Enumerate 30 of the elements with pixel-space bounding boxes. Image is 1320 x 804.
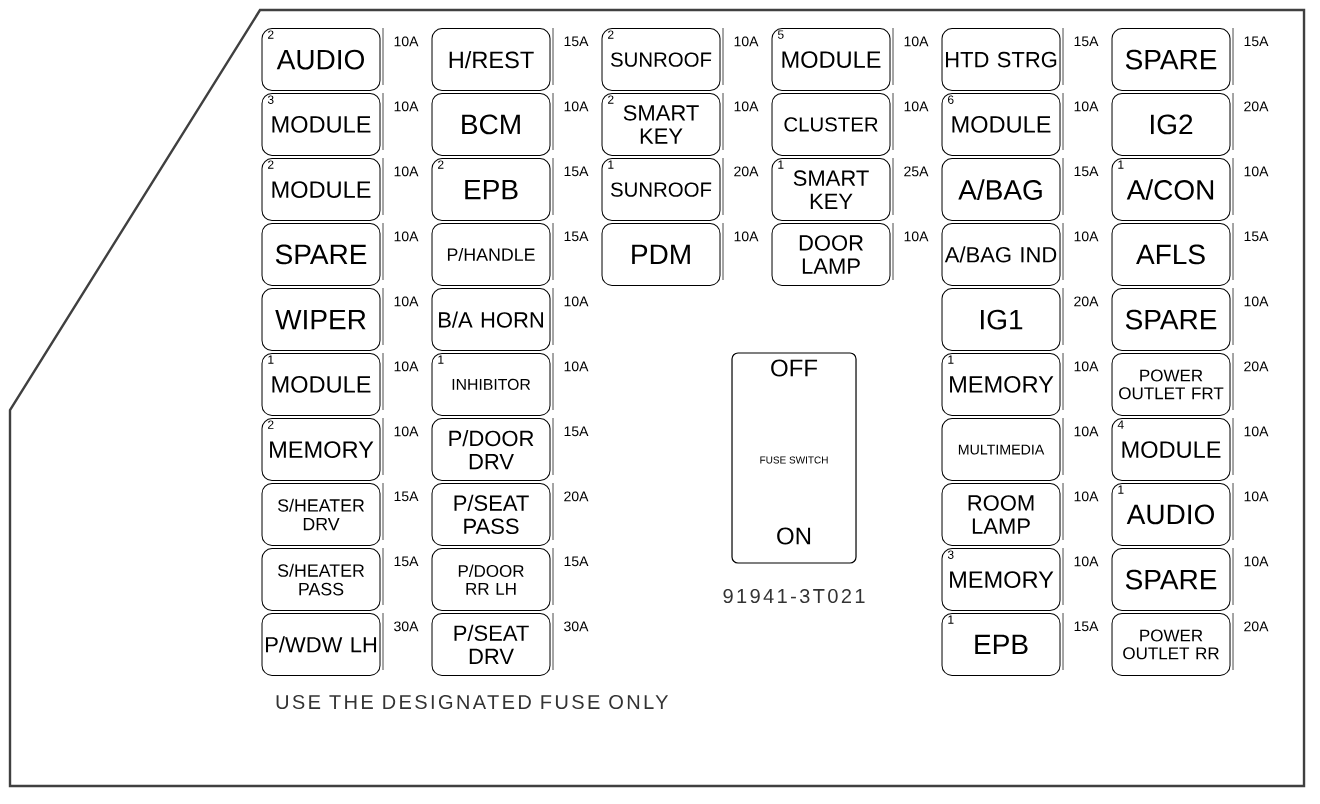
fuse-box: CLUSTER: [771, 92, 891, 156]
fuse-box: POWER OUTLET RR: [1111, 612, 1231, 676]
fuse-box: SPARE: [1111, 288, 1231, 352]
fuse-box: S/HEATER PASS: [261, 548, 381, 612]
fuse-box: S/HEATER DRV: [261, 482, 381, 546]
fuse-box: P/DOOR RR LH: [431, 548, 551, 612]
fuse-box: P/SEAT DRV: [431, 612, 551, 676]
fuse-box: P/WDW LH: [261, 612, 381, 676]
fuse-box: POWER OUTLET FRT: [1111, 352, 1231, 416]
part-number: 91941-3T021: [723, 588, 865, 604]
fuse-box: B/A HORN: [431, 288, 551, 352]
fuse-box: DOOR LAMP: [771, 222, 891, 286]
note-text: USE THE DESIGNATED FUSE ONLY: [276, 694, 669, 710]
fuse-box: SPARE: [1111, 28, 1231, 92]
fuse-box: SPARE: [1111, 548, 1231, 612]
fuse-box: SPARE: [261, 222, 381, 286]
fuse-box: ROOM LAMP: [941, 482, 1061, 546]
fuse-box: P/HANDLE: [431, 222, 551, 286]
fuse-box: WIPER: [261, 288, 381, 352]
fuse-box: BCM: [431, 92, 551, 156]
fuse-box: PDM: [601, 222, 721, 286]
fuse-box: IG2: [1111, 92, 1231, 156]
fuse-box: H/REST: [431, 28, 551, 92]
fuse-box: A/BAG: [941, 158, 1061, 222]
fuse-box: HTD STRG: [941, 28, 1061, 92]
fuse-box: A/BAG IND: [941, 222, 1061, 286]
fuse-box: P/DOOR DRV: [431, 418, 551, 482]
fuse-box: AFLS: [1111, 222, 1231, 286]
fuse-box: IG1: [941, 288, 1061, 352]
fuse-box: P/SEAT PASS: [431, 482, 551, 546]
